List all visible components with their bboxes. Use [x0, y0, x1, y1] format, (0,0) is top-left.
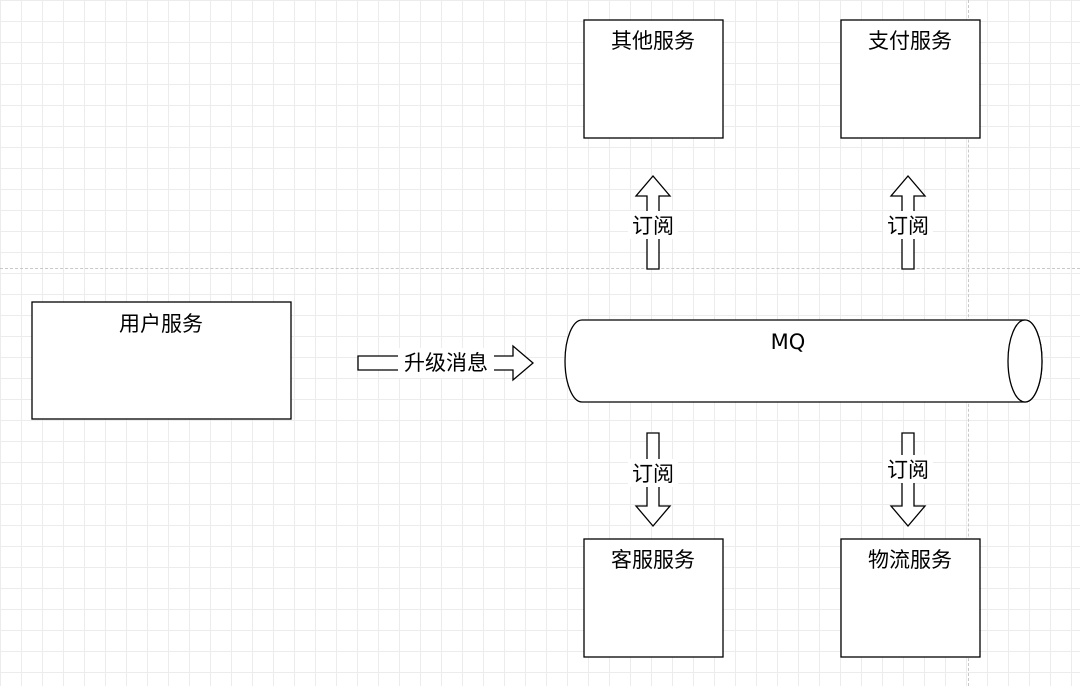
publish-arrow[interactable]: 升级消息: [357, 344, 535, 382]
other-service-label: 其他服务: [611, 29, 695, 53]
subscribe-arrow-customer[interactable]: 订阅: [628, 432, 678, 528]
logistics-service-node[interactable]: 物流服务: [840, 538, 981, 658]
mq-label: MQ: [771, 330, 806, 354]
subscribe-payment-label-bg: [883, 211, 933, 239]
subscribe-logistics-label-bg: [883, 455, 933, 483]
publish-label: 升级消息: [404, 351, 488, 375]
subscribe-payment-label: 订阅: [887, 214, 929, 238]
subscribe-arrow-other[interactable]: 订阅: [628, 174, 678, 270]
other-service-box: [583, 19, 724, 139]
customer-service-node[interactable]: 客服服务: [583, 538, 724, 658]
logistics-service-box: [840, 538, 981, 658]
mq-node[interactable]: MQ: [564, 319, 1043, 403]
payment-service-box: [840, 19, 981, 139]
page-break-guide-horizontal: [0, 268, 1080, 269]
payment-service-label: 支付服务: [868, 29, 952, 53]
subscribe-arrow-payment[interactable]: 订阅: [883, 174, 933, 270]
other-service-node[interactable]: 其他服务: [583, 19, 724, 139]
subscribe-other-label-bg: [628, 211, 678, 239]
publish-label-bg: [398, 348, 494, 378]
mq-cylinder-cap: [1007, 319, 1043, 403]
customer-service-box: [583, 538, 724, 658]
payment-service-node[interactable]: 支付服务: [840, 19, 981, 139]
user-service-node[interactable]: 用户服务: [31, 301, 292, 420]
subscribe-logistics-label: 订阅: [887, 458, 929, 482]
user-service-label: 用户服务: [119, 312, 203, 336]
subscribe-other-label: 订阅: [632, 214, 674, 238]
subscribe-arrow-logistics[interactable]: 订阅: [883, 432, 933, 528]
subscribe-customer-label: 订阅: [632, 462, 674, 486]
subscribe-customer-label-bg: [628, 459, 678, 487]
logistics-service-label: 物流服务: [868, 548, 952, 572]
customer-service-label: 客服服务: [611, 548, 695, 572]
user-service-box: [31, 301, 292, 420]
